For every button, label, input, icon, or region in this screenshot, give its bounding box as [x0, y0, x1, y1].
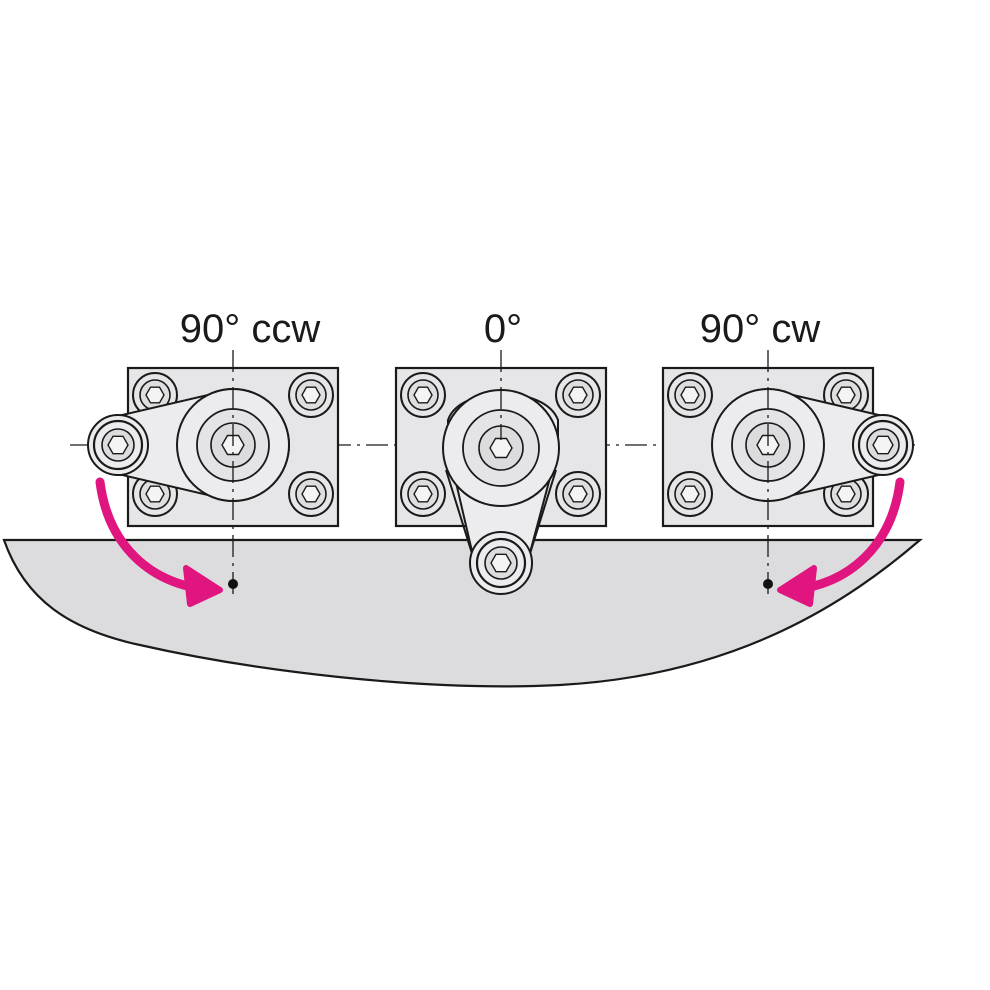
position-label-cw: 90° cw [700, 307, 821, 351]
bolt-icon [555, 471, 601, 517]
bolt-icon [92, 419, 144, 471]
bolt-icon [288, 372, 334, 418]
bolt-icon [400, 471, 446, 517]
position-label-zero: 0° [484, 307, 522, 351]
bolt-icon [400, 372, 446, 418]
position-label-ccw: 90° ccw [180, 307, 321, 351]
bolt-icon [475, 537, 527, 589]
clamp-point-icon [763, 579, 773, 589]
bolt-icon [857, 419, 909, 471]
clamp-position-cw: 90° cw [661, 307, 914, 607]
clamp-point-icon [228, 579, 238, 589]
bolt-icon [667, 471, 713, 517]
clamp-position-zero: 0° [394, 307, 608, 595]
bolt-icon [288, 471, 334, 517]
clamp-position-ccw: 90° ccw [87, 307, 340, 607]
bolt-icon [667, 372, 713, 418]
bolt-icon [555, 372, 601, 418]
